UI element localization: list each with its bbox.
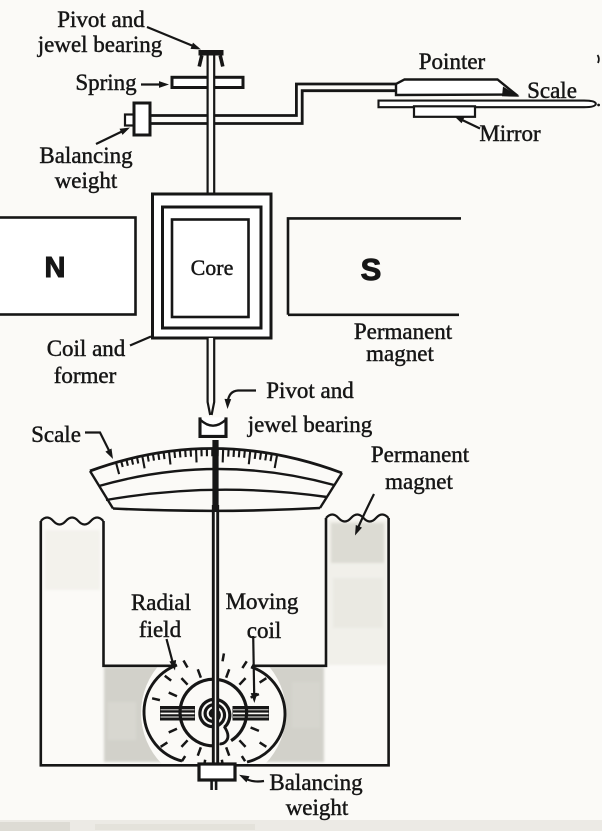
svg-text:jewel bearing: jewel bearing xyxy=(247,412,373,437)
svg-text:Spring: Spring xyxy=(75,70,137,95)
svg-text:N: N xyxy=(45,252,66,284)
svg-text:Moving: Moving xyxy=(226,589,299,614)
svg-text:Balancing: Balancing xyxy=(39,143,133,168)
svg-text:S: S xyxy=(361,252,382,287)
svg-text:Radial: Radial xyxy=(131,590,191,615)
svg-text:former: former xyxy=(54,363,117,388)
svg-text:Balancing: Balancing xyxy=(269,770,363,795)
svg-text:Pointer: Pointer xyxy=(419,49,486,74)
svg-text:jewel bearing: jewel bearing xyxy=(37,32,163,57)
svg-text:Scale: Scale xyxy=(31,422,81,447)
svg-text:coil: coil xyxy=(247,618,282,643)
svg-text:field: field xyxy=(139,617,182,642)
svg-text:Pivot and: Pivot and xyxy=(57,7,145,32)
svg-text:Mirror: Mirror xyxy=(479,121,541,146)
svg-text:Coil and: Coil and xyxy=(47,336,126,361)
svg-text:Scale: Scale xyxy=(527,78,577,103)
svg-text:Permanent: Permanent xyxy=(371,442,470,467)
svg-text:Permanent: Permanent xyxy=(354,319,453,344)
svg-text:magnet: magnet xyxy=(385,469,453,494)
svg-text:Pivot and: Pivot and xyxy=(266,378,354,403)
svg-text:weight: weight xyxy=(55,168,118,193)
svg-text:Core: Core xyxy=(191,255,234,280)
svg-text:weight: weight xyxy=(286,795,349,820)
svg-text:magnet: magnet xyxy=(366,341,434,366)
